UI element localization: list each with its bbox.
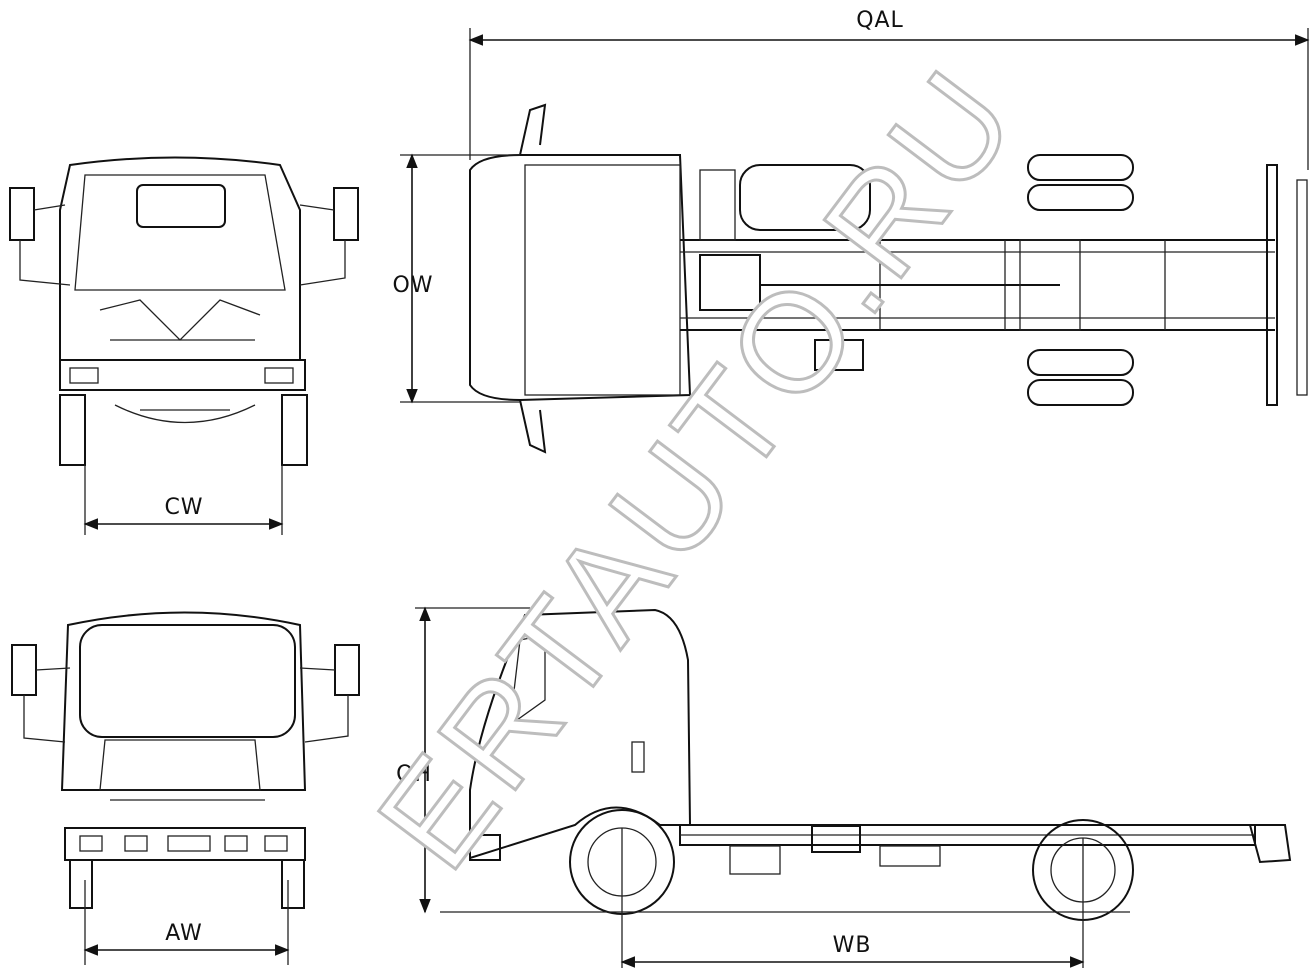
dim-label-wb: WB: [833, 933, 872, 958]
dim-label-cw: CW: [164, 495, 203, 520]
front-view: [11, 611, 360, 909]
overall-height-dimension: OH: [396, 606, 530, 914]
watermark: ERTAUTO.RU: [346, 38, 1049, 898]
front-cab-view: [9, 156, 359, 466]
watermark-text: ERTAUTO.RU: [347, 39, 1047, 896]
dim-label-aw: AW: [165, 921, 203, 946]
overall-width-dimension: OW: [392, 153, 520, 404]
wheelbase-dimension: WB: [620, 828, 1085, 968]
plan-view: [469, 103, 1308, 454]
dim-label-oh: OH: [396, 762, 432, 787]
cab-width-dimension: CW: [83, 465, 284, 535]
dim-label-qal: QAL: [856, 8, 904, 33]
overall-length-dimension: QAL: [468, 8, 1310, 170]
axle-width-dimension: AW: [83, 880, 290, 965]
dim-label-ow: OW: [392, 273, 433, 298]
